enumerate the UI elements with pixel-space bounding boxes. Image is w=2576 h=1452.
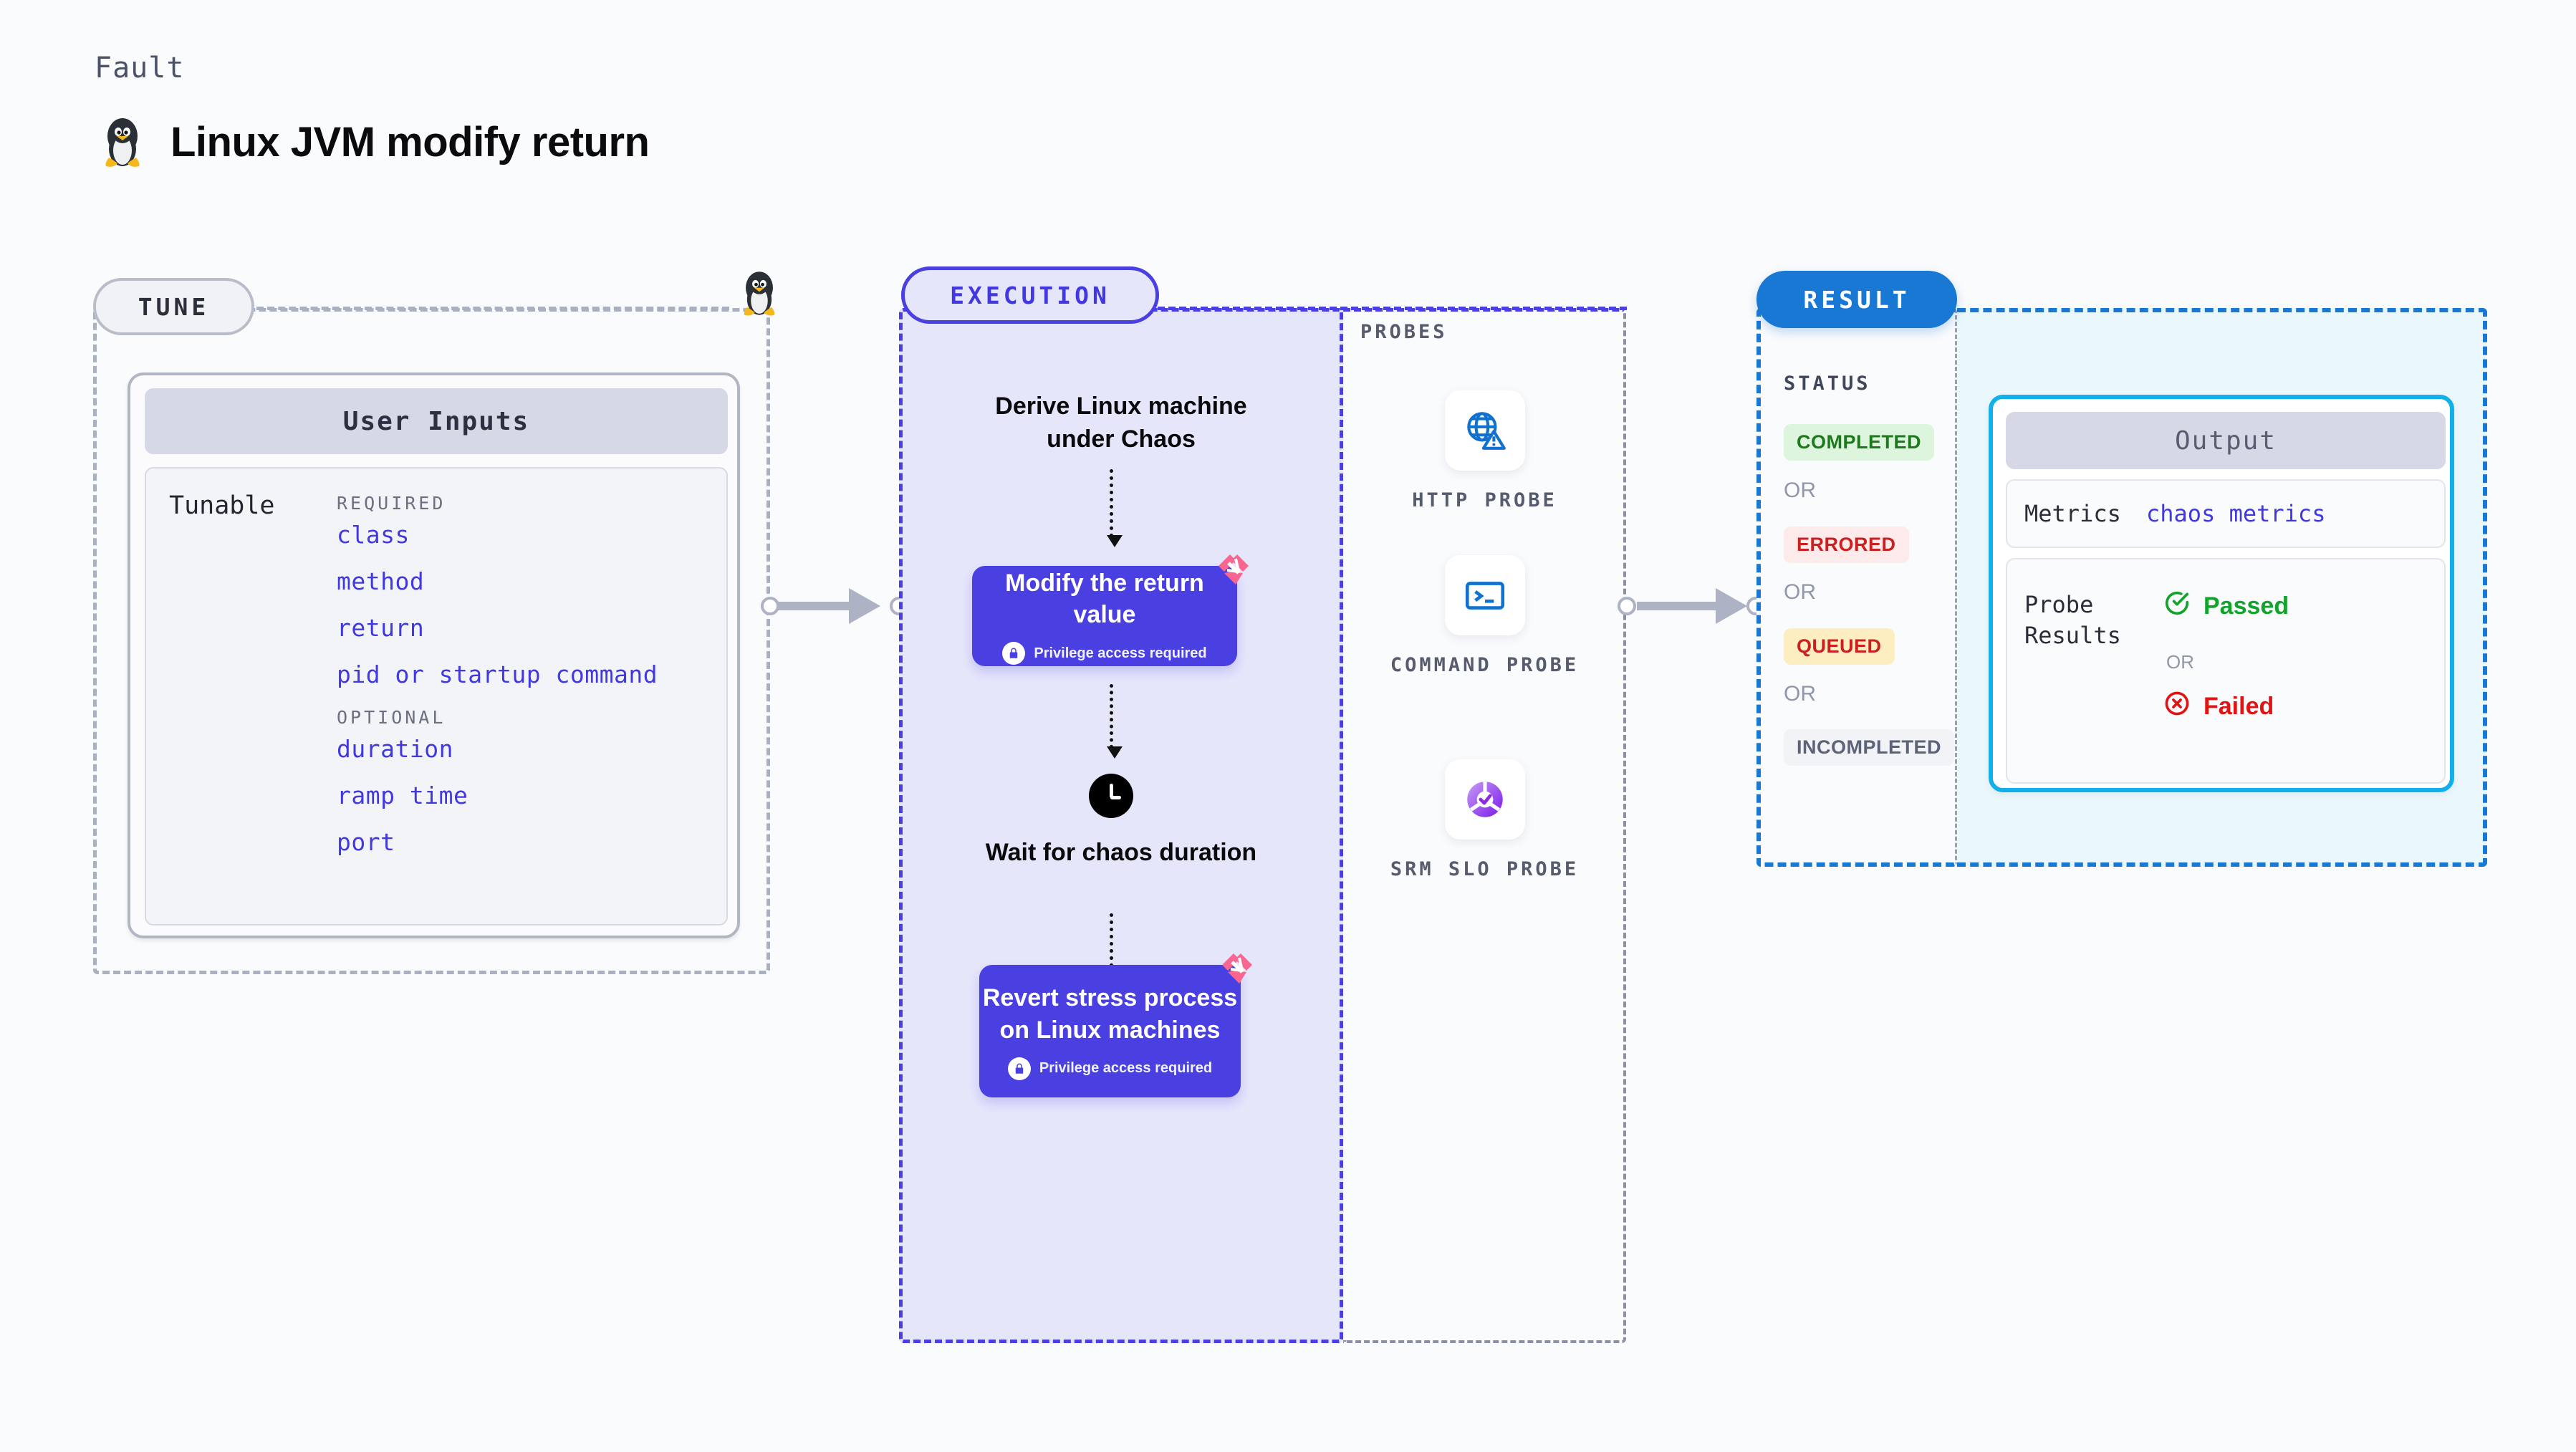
probes-label: PROBES [1360, 321, 1448, 343]
execution-step-modify-return-box[interactable]: Modify the return value Privilege access… [972, 554, 1249, 666]
probe-results-row: Probe Results Passed OR Failed [2006, 558, 2446, 784]
metrics-key: Metrics [2024, 500, 2121, 527]
group-label-required: REQUIRED [337, 493, 446, 514]
globe-warning-icon [1444, 390, 1525, 471]
execution-arrow-2 [1107, 684, 1123, 759]
lock-icon [1007, 1057, 1031, 1080]
page-title: Linux JVM modify return [170, 118, 650, 165]
probe-result-passed: Passed [2163, 590, 2289, 623]
execution-pill[interactable]: EXECUTION [901, 266, 1159, 324]
field-duration[interactable]: duration [337, 735, 453, 763]
metrics-value[interactable]: chaos metrics [2146, 500, 2326, 527]
status-badge-queued: QUEUED [1784, 628, 1895, 665]
status-badge-completed: COMPLETED [1784, 424, 1935, 461]
user-inputs-card: User Inputs Tunable REQUIRED class metho… [128, 372, 740, 938]
status-or-3: OR [1784, 682, 1816, 706]
linux-penguin-icon [100, 115, 145, 169]
probe-srm-slo-label: SRM SLO PROBE [1390, 858, 1580, 880]
execution-arrow-1 [1107, 469, 1123, 547]
status-or-1: OR [1784, 479, 1816, 502]
fault-kicker: Fault [95, 52, 185, 85]
status-badge-incompleted: INCOMPLETED [1784, 729, 1955, 766]
execution-step-derive-label: Derive Linux machine under Chaos [995, 393, 1247, 453]
terminal-icon [1444, 555, 1525, 635]
field-class[interactable]: class [337, 521, 410, 549]
slo-donut-check-icon [1444, 759, 1525, 840]
connector-dot-tune-out [761, 597, 779, 615]
privilege-note-label: Privilege access required [1034, 645, 1207, 661]
result-pill[interactable]: RESULT [1756, 271, 1957, 328]
probe-srm-slo[interactable]: SRM SLO PROBE [1343, 759, 1626, 883]
privilege-note: Privilege access required [1002, 642, 1207, 665]
field-port[interactable]: port [337, 828, 395, 856]
execution-step-wait-label: Wait for chaos duration [985, 839, 1257, 866]
tune-pill[interactable]: TUNE [93, 278, 254, 335]
privilege-note-2: Privilege access required [1007, 1057, 1213, 1080]
probe-results-key: Probe Results [2024, 591, 2121, 650]
tunable-field-list: REQUIRED class method return pid or star… [337, 483, 724, 875]
tunable-label: Tunable [169, 491, 275, 520]
metrics-row: Metrics chaos metrics [2006, 479, 2446, 548]
execution-step-revert-box[interactable]: Revert stress process on Linux machines … [979, 953, 1252, 1097]
privilege-note-label: Privilege access required [1039, 1060, 1213, 1077]
status-or-2: OR [1784, 580, 1816, 604]
x-circle-icon [2163, 690, 2191, 723]
linux-penguin-marker-icon [739, 268, 779, 318]
user-inputs-body: Tunable REQUIRED class method return pid… [145, 467, 728, 925]
check-circle-icon [2163, 590, 2191, 623]
lock-icon [1002, 642, 1026, 665]
execution-step-revert-label: Revert stress process on Linux machines [982, 984, 1238, 1044]
status-label: STATUS [1784, 372, 1871, 395]
tune-connector-dash [256, 307, 729, 310]
probe-result-failed: Failed [2163, 690, 2274, 723]
execution-step-modify-return-label: Modify the return value [1005, 569, 1204, 628]
probe-result-or: OR [2166, 651, 2194, 673]
status-badge-errored: ERRORED [1784, 527, 1909, 563]
probe-http-label: HTTP PROBE [1412, 489, 1557, 511]
probe-command-label: COMMAND PROBE [1390, 654, 1580, 676]
field-method[interactable]: method [337, 567, 425, 595]
execution-connector-dash [1158, 307, 1627, 310]
harness-logo-icon [1214, 550, 1253, 592]
probe-result-failed-label: Failed [2203, 693, 2274, 720]
field-ramp-time[interactable]: ramp time [337, 782, 468, 809]
probe-result-passed-label: Passed [2203, 592, 2289, 620]
clock-icon [1089, 774, 1133, 818]
output-header: Output [2006, 412, 2446, 469]
user-inputs-header: User Inputs [145, 388, 728, 454]
group-label-optional: OPTIONAL [337, 707, 446, 728]
field-return[interactable]: return [337, 614, 425, 642]
output-card: Output Metrics chaos metrics Probe Resul… [1989, 395, 2454, 792]
execution-region [899, 308, 1343, 1343]
connector-dot-probes-out [1618, 597, 1636, 615]
field-pid-or-startup-command[interactable]: pid or startup command [337, 660, 658, 688]
probe-command[interactable]: COMMAND PROBE [1343, 555, 1626, 679]
harness-logo-icon [1218, 949, 1256, 991]
page-title-row: Linux JVM modify return [100, 115, 650, 169]
result-region [1756, 308, 1957, 867]
probe-http[interactable]: HTTP PROBE [1343, 390, 1626, 514]
